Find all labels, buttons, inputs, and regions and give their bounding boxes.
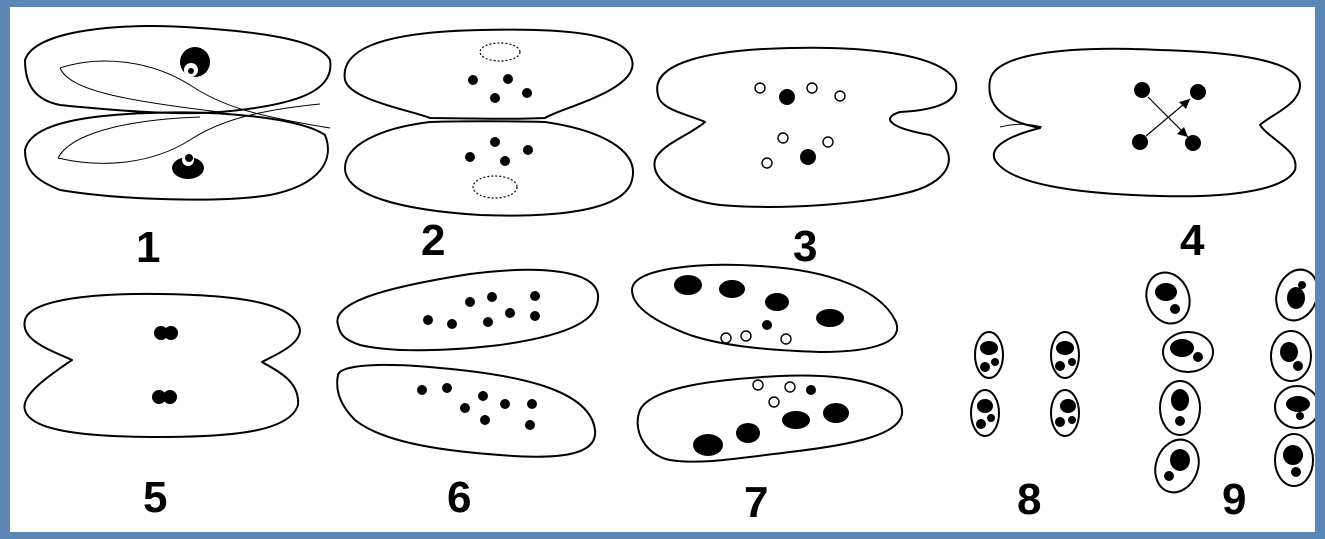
stage-4-cell: [989, 49, 1300, 197]
stage-1-crescent-nucleus-top: [180, 47, 210, 77]
stage-1-cell-top: [25, 26, 330, 113]
stage-2-micronuclei-top: [468, 74, 532, 103]
stage-9: [1139, 264, 1315, 499]
stage-8-cell-3: [971, 390, 999, 436]
stage-1-cell-bottom: [25, 112, 328, 199]
stage-7-macronuclei-top: [674, 275, 844, 344]
stage-9-cell-4: [1148, 433, 1206, 498]
stage-7: [632, 265, 902, 462]
stage-8-cell-4: [1051, 390, 1079, 436]
stage-7-cell-bottom: [638, 376, 902, 462]
stage-8-cell-1: [975, 332, 1003, 378]
stage-2-dissolving-nucleus-top: [480, 43, 520, 61]
stage-2-micronuclei-bottom: [465, 137, 533, 166]
stage-5-nuclei: [152, 326, 178, 404]
stage-9-label: 9: [1222, 475, 1246, 524]
stage-3-label: 3: [793, 222, 817, 271]
stage-1: [25, 26, 330, 199]
stage-9-cell-2: [1163, 332, 1213, 372]
stage-1-pairing-line-d: [58, 117, 200, 158]
stage-3: [654, 48, 956, 207]
stage-2-cell-top: [345, 30, 633, 119]
stage-8-label: 8: [1017, 475, 1041, 524]
stage-8: [971, 332, 1079, 436]
stage-2-dissolving-nucleus-bottom: [473, 176, 517, 198]
stage-6: [337, 270, 598, 457]
stage-1-crescent-nucleus-bottom: [172, 154, 204, 179]
stage-8-cell-2: [1051, 332, 1079, 378]
stage-9-cell-7: [1275, 386, 1315, 428]
stage-7-cell-top: [632, 265, 897, 352]
stage-6-label: 6: [447, 473, 471, 522]
stage-7-macronuclei-bottom: [693, 380, 849, 456]
stage-5-cell: [24, 294, 300, 437]
diagram-frame: 1 2 3 4 5 6 7 8 9: [10, 7, 1315, 532]
stage-3-nuclei: [755, 83, 845, 168]
stage-6-nuclei-top: [423, 291, 540, 329]
stage-2: [345, 30, 633, 216]
stage-4-exchange: [1132, 82, 1206, 151]
stage-9-cell-8: [1275, 434, 1313, 486]
stage-9-cell-5: [1269, 264, 1315, 327]
stage-4: [989, 49, 1300, 197]
stage-5-label: 5: [143, 473, 167, 522]
stage-9-cell-1: [1139, 266, 1196, 329]
stage-3-cell: [654, 48, 956, 207]
stage-9-cell-3: [1160, 381, 1200, 435]
stage-6-nuclei-bottom: [417, 383, 537, 430]
stage-4-label: 4: [1180, 216, 1205, 265]
stage-2-label: 2: [421, 216, 445, 265]
stage-2-cell-bottom: [345, 121, 633, 215]
stage-7-label: 7: [744, 478, 768, 527]
conjugation-diagram: 1 2 3 4 5 6 7 8 9: [10, 7, 1315, 532]
stage-9-cell-6: [1271, 331, 1311, 381]
stage-6-cell-top: [337, 270, 598, 350]
stage-1-label: 1: [136, 223, 160, 272]
stage-5: [24, 294, 300, 437]
